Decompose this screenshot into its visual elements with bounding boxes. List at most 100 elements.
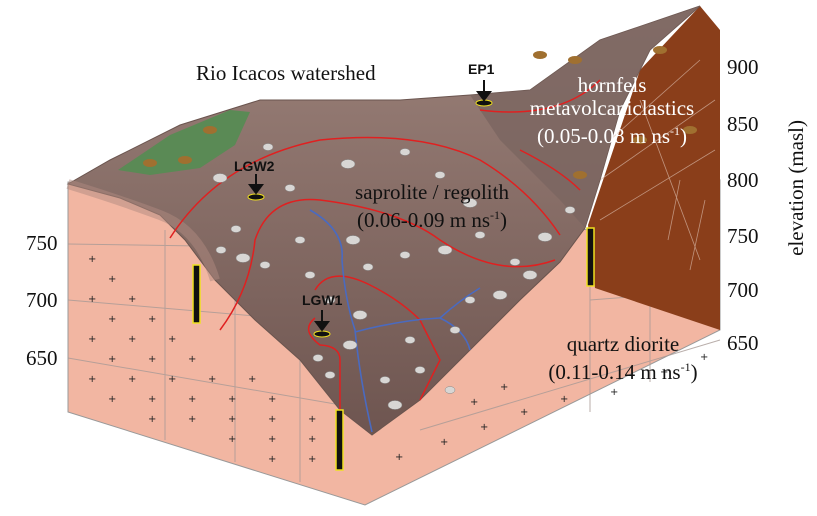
plus-mark: + (470, 397, 478, 408)
saprolite-label: saprolite / regolith (0.06-0.09 m ns-1) (322, 181, 542, 232)
lgw1-well-icon (313, 330, 331, 338)
rock (215, 246, 227, 254)
plus-mark: + (148, 394, 156, 405)
plus-mark: + (308, 414, 316, 425)
plus-mark: + (610, 387, 618, 398)
plus-mark: + (228, 434, 236, 445)
boulder (568, 56, 582, 64)
stream-network (309, 209, 481, 433)
plus-mark: + (88, 334, 96, 345)
rock (259, 261, 271, 269)
rock (492, 290, 508, 300)
plus-mark: + (560, 394, 568, 405)
rock (294, 236, 306, 244)
plus-mark: + (480, 422, 488, 433)
plus-mark: + (700, 352, 708, 363)
right-tick: 650 (727, 331, 759, 355)
right-tick: 750 (727, 224, 759, 248)
well-casing (192, 264, 201, 324)
lgw2-well-icon (247, 193, 265, 201)
rock (509, 258, 521, 266)
boulder (533, 51, 547, 59)
rock (564, 206, 576, 214)
rock (462, 198, 478, 208)
rock (474, 231, 486, 239)
plus-mark: + (268, 414, 276, 425)
rock (387, 400, 403, 410)
rock (324, 296, 336, 304)
plus-mark: + (660, 367, 668, 378)
ep1-label: EP1 (468, 61, 495, 77)
plus-mark: + (168, 374, 176, 385)
plus-mark: + (108, 314, 116, 325)
boulder (203, 126, 217, 134)
boulder (178, 156, 192, 164)
rock (324, 371, 336, 379)
rock (379, 376, 391, 384)
plus-mark: + (228, 394, 236, 405)
hornfels-name: hornfels (577, 73, 647, 97)
rock (537, 232, 553, 242)
rock (230, 225, 242, 233)
plus-mark: + (108, 354, 116, 365)
well-casing (586, 227, 595, 287)
left-tick: 650 (26, 346, 58, 370)
well-casing (335, 409, 344, 471)
plus-mark: + (308, 434, 316, 445)
diorite-label: quartz diorite (0.11-0.14 m ns-1) (528, 333, 718, 384)
right-tick: 700 (727, 278, 759, 302)
rock (414, 366, 426, 374)
lgw1-label: LGW1 (302, 292, 343, 308)
plus-mark: + (148, 314, 156, 325)
plus-mark: + (395, 452, 403, 463)
rock (434, 171, 446, 179)
plus-mark: + (520, 407, 528, 418)
plus-mark: + (88, 374, 96, 385)
rock (404, 336, 416, 344)
rock (352, 310, 368, 320)
plus-mark: + (268, 434, 276, 445)
elevation-axis-label: elevation (masl) (784, 120, 808, 256)
plus-mark: + (188, 394, 196, 405)
arrow-icons (248, 80, 492, 332)
rock (312, 354, 324, 362)
right-tick: 900 (727, 55, 759, 79)
left-tick: 750 (26, 231, 58, 255)
boulder (143, 159, 157, 167)
hornfels-subname: metavolcaniclastics (529, 96, 695, 120)
rock (235, 253, 251, 263)
diorite-texture: ++++++++++++++++++++++++++++++++++++++++… (88, 254, 708, 465)
lgw2-label: LGW2 (234, 158, 275, 174)
rock (284, 184, 296, 192)
plus-mark: + (268, 454, 276, 465)
rock (399, 251, 411, 259)
plus-mark: + (128, 334, 136, 345)
plus-mark: + (188, 354, 196, 365)
saprolite-name: saprolite / regolith (355, 180, 509, 204)
boulder (573, 171, 587, 179)
plus-mark: + (268, 394, 276, 405)
rock (464, 296, 476, 304)
boulder (653, 46, 667, 54)
plus-mark: + (88, 294, 96, 305)
hornfels-velocity: (0.05-0.08 m ns-1) (537, 124, 687, 148)
plus-mark: + (128, 374, 136, 385)
diagram-title: Rio Icacos watershed (196, 61, 376, 85)
plus-mark: + (168, 334, 176, 345)
rock (362, 263, 374, 271)
plus-mark: + (88, 254, 96, 265)
upper-hillslope (470, 6, 700, 228)
rock (437, 245, 453, 255)
rock (444, 386, 456, 394)
plus-mark: + (148, 354, 156, 365)
saprolite-edge (66, 179, 220, 282)
rock (522, 270, 538, 280)
plus-mark: + (248, 374, 256, 385)
diorite-name: quartz diorite (566, 332, 680, 356)
plus-mark: + (188, 414, 196, 425)
rock (340, 159, 356, 169)
rock (342, 340, 358, 350)
plus-mark: + (108, 274, 116, 285)
